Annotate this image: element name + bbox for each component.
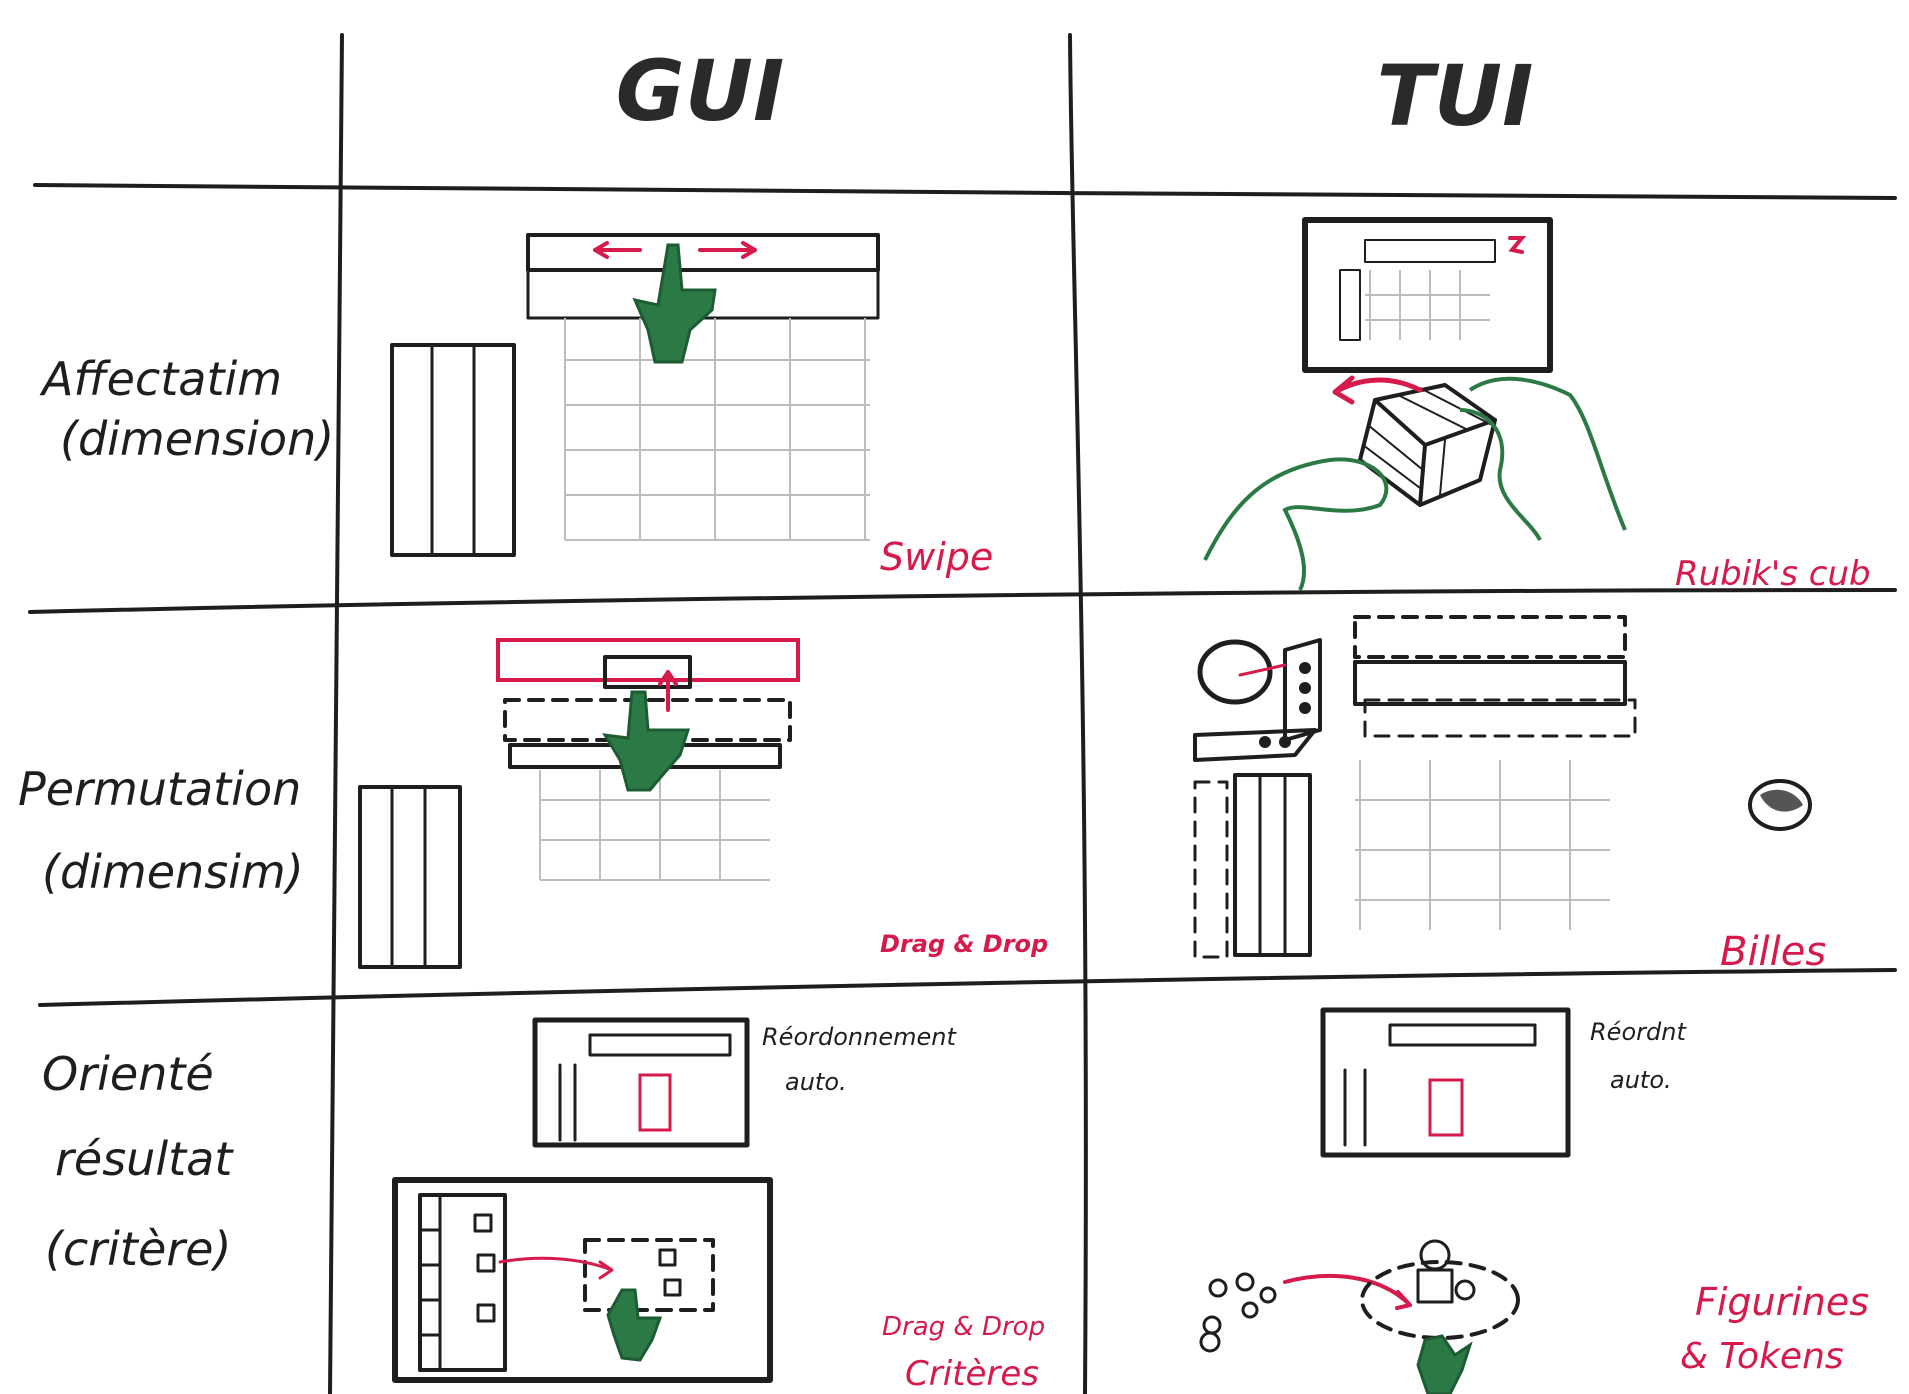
row3-label-line2: résultat <box>55 1132 234 1186</box>
hand-icon <box>1418 1336 1470 1394</box>
row2-label-line2: (dimensim) <box>42 845 304 899</box>
gui-column-header: GUI <box>616 42 784 140</box>
row3-tui-sketch <box>1201 1010 1568 1394</box>
row2-tui-sketch <box>1195 617 1810 957</box>
row3-gui-caption-line1: Drag & Drop <box>882 1312 1045 1342</box>
row2-gui-caption: Drag & Drop <box>880 930 1048 958</box>
cube-icon <box>1360 385 1495 505</box>
row3-tui-caption-line2: & Tokens <box>1680 1336 1844 1377</box>
row3-gui-note-line1: Réordonnement <box>762 1023 957 1051</box>
row3-tui-caption-line1: Figurines <box>1695 1280 1869 1324</box>
header-row-divider <box>35 185 1895 198</box>
row1-tui-caption: Rubik's cub <box>1675 554 1871 594</box>
rotate-icon <box>1510 238 1522 252</box>
tui-column-header: TUI <box>1377 47 1534 145</box>
row2-tui-caption: Billes <box>1720 929 1826 975</box>
left-hand-outline <box>1205 459 1386 590</box>
hand-icon <box>605 692 688 790</box>
row1-gui-caption: Swipe <box>880 535 993 579</box>
row1-gui-sketch <box>392 235 878 555</box>
table-grid <box>30 35 1895 1394</box>
hand-icon <box>635 245 715 362</box>
row3-label-line3: (critère) <box>45 1222 231 1276</box>
row2-gui-sketch <box>360 640 798 967</box>
row3-tui-note-line2: auto. <box>1610 1066 1672 1094</box>
pencil-grid <box>565 318 870 540</box>
row2-row3-divider <box>40 970 1895 1005</box>
row2-label-line1: Permutation <box>18 762 301 816</box>
hand-icon <box>608 1290 660 1360</box>
row1-label-line1: Affectatim <box>39 352 282 406</box>
row3-label-line1: Orienté <box>42 1047 214 1101</box>
row1-label-line2: (dimension) <box>60 412 334 466</box>
left-column-divider <box>330 35 342 1394</box>
row3-gui-caption-line2: Critères <box>905 1354 1039 1394</box>
row3-tui-note-line1: Réordnt <box>1590 1018 1687 1046</box>
row3-gui-note-line2: auto. <box>785 1068 847 1096</box>
row1-tui-sketch <box>1205 220 1625 590</box>
middle-column-divider <box>1070 35 1086 1394</box>
row1-row2-divider <box>30 590 1895 612</box>
row3-gui-sketch <box>395 1020 770 1380</box>
figurines-icon <box>1418 1241 1474 1302</box>
tokens-icon <box>1201 1274 1275 1351</box>
